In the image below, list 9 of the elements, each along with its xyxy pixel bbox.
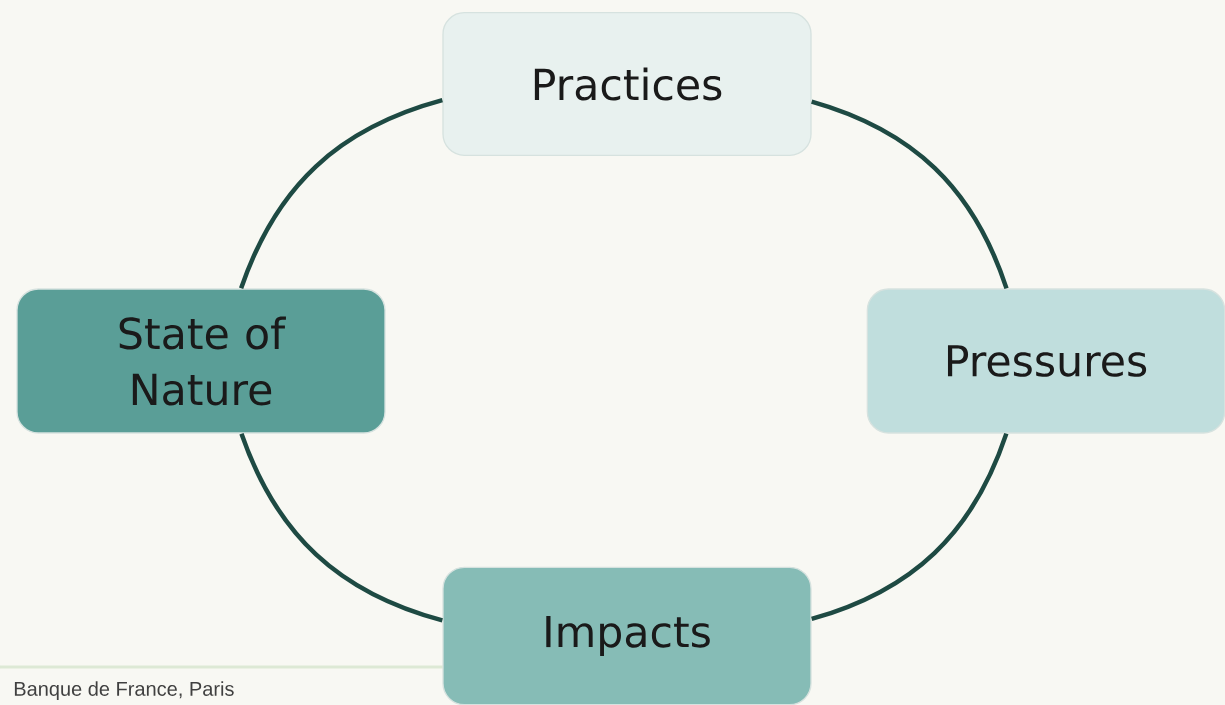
process-box: Impacts xyxy=(442,566,812,705)
process-box: Pressures xyxy=(866,288,1225,434)
connector-arc xyxy=(239,432,443,623)
connector-arc xyxy=(811,99,1009,290)
connector-arc xyxy=(239,98,443,290)
process-box: Practices xyxy=(442,12,812,156)
source-note: Banque de France, Paris xyxy=(14,681,234,700)
connector-arc xyxy=(811,432,1009,622)
process-box: State of Nature xyxy=(16,288,386,434)
